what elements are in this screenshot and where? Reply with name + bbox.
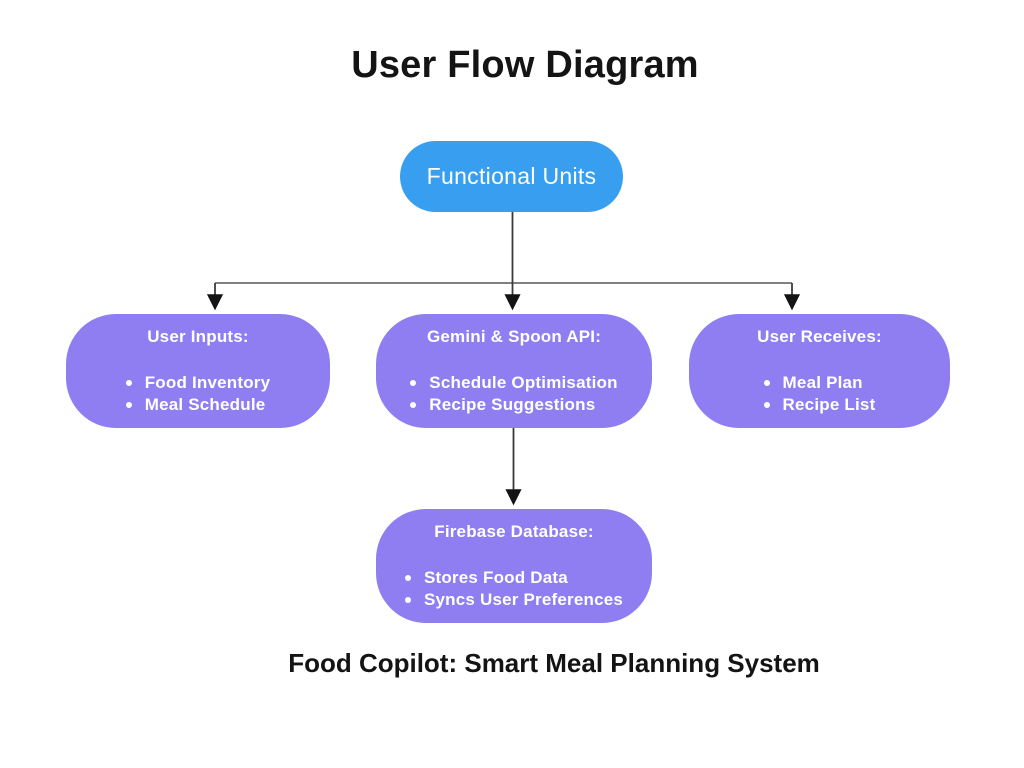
bullet-item: Meal Plan: [763, 372, 876, 394]
node-functional-units-label: Functional Units: [426, 163, 597, 189]
bullet-item: Meal Schedule: [125, 394, 271, 416]
bullet-item: Food Inventory: [125, 372, 271, 394]
bullet-item: Schedule Optimisation: [410, 372, 618, 394]
bullet-item: Recipe Suggestions: [410, 394, 617, 416]
node-user-inputs-title: User Inputs:: [147, 327, 249, 346]
bullet-item: Stores Food Data: [404, 567, 623, 589]
bullet-item: Recipe List: [763, 394, 876, 416]
node-firebase-database-title: Firebase Database:: [434, 522, 594, 541]
node-gemini-spoon-api-title: Gemini & Spoon API:: [426, 327, 602, 346]
bullet-item: Syncs User Preferences: [404, 589, 623, 611]
diagram-caption: Food Copilot: Smart Meal Planning System: [288, 648, 820, 678]
diagram-title: User Flow Diagram: [351, 44, 699, 86]
node-gemini-spoon-api: Gemini & Spoon API: Schedule Optimisatio…: [376, 314, 652, 428]
node-functional-units: Functional Units: [400, 141, 623, 212]
node-user-receives-title: User Receives:: [757, 327, 882, 346]
